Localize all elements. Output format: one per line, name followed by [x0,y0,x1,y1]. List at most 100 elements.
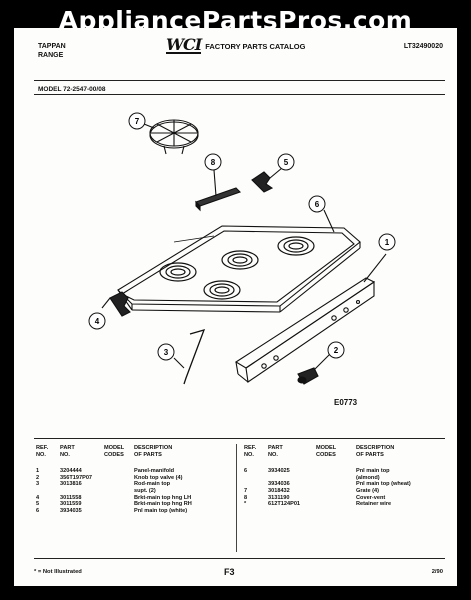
callout-4: 4 [88,312,106,330]
cell-part: 3018432 [268,487,290,494]
cell-part: 3011558 [60,494,82,501]
cell-model [104,468,134,475]
callout-8: 8 [204,153,222,171]
callout-2: 2 [327,341,345,359]
callout-1: 1 [378,233,396,251]
brand-label: TAPPAN RANGE [38,42,98,60]
cell-ref: 7 [244,487,248,494]
cell-desc: Retainer wire [356,501,392,508]
cell-desc: Brkt-main top hng LH [134,494,192,501]
table-row: 1 3204444 Panel-manifold [36,468,194,475]
table-row: 2 356T197P07 Knob top valve (4) [36,475,194,482]
svg-text:3: 3 [164,348,169,357]
brand-line-2: RANGE [38,52,64,59]
cell-desc: Grate (4) [356,487,380,494]
cell-part: 3934036 [268,481,290,488]
table-bottom-rule [34,558,445,559]
svg-text:7: 7 [135,117,140,126]
cell-part: 3934035 [60,507,82,514]
cell-part: 3131190 [268,494,290,501]
page-number: F3 [224,567,235,577]
cell-desc: Brkt-main top hng RH [134,501,192,508]
cell-part: 3204444 [60,468,82,475]
cell-desc: Cover-vent [356,494,386,501]
cell-ref [36,488,60,495]
cell-desc: Pnl main top (white) [134,507,188,514]
cell-model [104,495,134,502]
cell-part: 612T124P01 [268,501,301,508]
cell-ref: 6 [36,507,40,514]
table-row: supt. (2) [36,488,194,495]
cell-ref: 5 [36,501,40,508]
table-row: 8 3131190 Cover-vent [244,495,413,502]
cell-model [104,501,134,508]
table-top-rule [34,438,445,439]
cell-ref: 3 [36,481,40,488]
burner-openings [159,236,315,300]
brand-line-1: TAPPAN [38,43,66,50]
cell-ref: 4 [36,494,40,501]
main-top-panel-part [117,225,361,313]
exploded-parts-diagram: 7 8 5 6 1 4 3 [88,112,396,385]
callout-5: 5 [277,153,295,171]
cell-model [316,468,356,475]
cell-ref: 1 [36,468,40,475]
cell-part: 3934025 [268,468,290,475]
callout-6: 6 [308,195,326,213]
cell-model [104,488,134,495]
right-hinge-bracket-part [251,167,283,193]
catalog-title: FACTORY PARTS CATALOG [205,41,306,51]
cell-part: 3013816 [60,481,82,488]
cell-desc: (almond) [356,474,380,481]
svg-text:5: 5 [284,158,289,167]
cell-model [104,475,134,482]
cell-desc: supt. (2) [134,487,156,494]
vent-cover-part [194,187,242,212]
header-ref: REF.NO. [244,445,257,458]
catalog-number: LT32490020 [403,43,443,50]
model-rule [34,94,445,95]
catalog-title-block: WCI FACTORY PARTS CATALOG [166,37,306,54]
svg-text:1: 1 [385,238,390,247]
callout-7: 7 [128,112,146,130]
cell-ref: 2 [36,474,40,481]
cell-desc: Pnl main top (wheat) [356,481,411,488]
model-number: MODEL 72-2547-00/08 [38,86,106,93]
table-row: 5 3011559 Brkt-main top hng RH [36,501,194,508]
cell-part: 356T197P07 [60,474,93,481]
cell-desc: Rod-main top [134,481,171,488]
cell-model [316,481,356,488]
table-row: 3 3013816 Rod-main top [36,481,194,488]
cell-ref [244,475,268,482]
cell-model [104,481,134,488]
cell-ref: 6 [244,468,248,475]
left-hinge-bracket-part [101,291,131,317]
support-rod-part [173,329,206,385]
cell-model [316,495,356,502]
svg-text:4: 4 [95,317,100,326]
header-rule [34,80,445,81]
cell-part [268,475,316,482]
revision-date: 2/90 [431,569,443,575]
cell-ref: 8 [244,494,248,501]
cell-part [60,488,104,495]
table-row: (almond) [244,475,413,482]
cell-part: 3011559 [60,501,82,508]
cell-model [104,508,134,515]
table-column-separator [236,444,237,552]
table-row: 4 3011558 Brkt-main top hng LH [36,495,194,502]
cell-desc: Panel-manifold [134,468,175,475]
grate-part [149,119,199,155]
svg-text:8: 8 [211,158,216,167]
cell-model [316,501,356,508]
cell-desc: Knob top valve (4) [134,474,183,481]
